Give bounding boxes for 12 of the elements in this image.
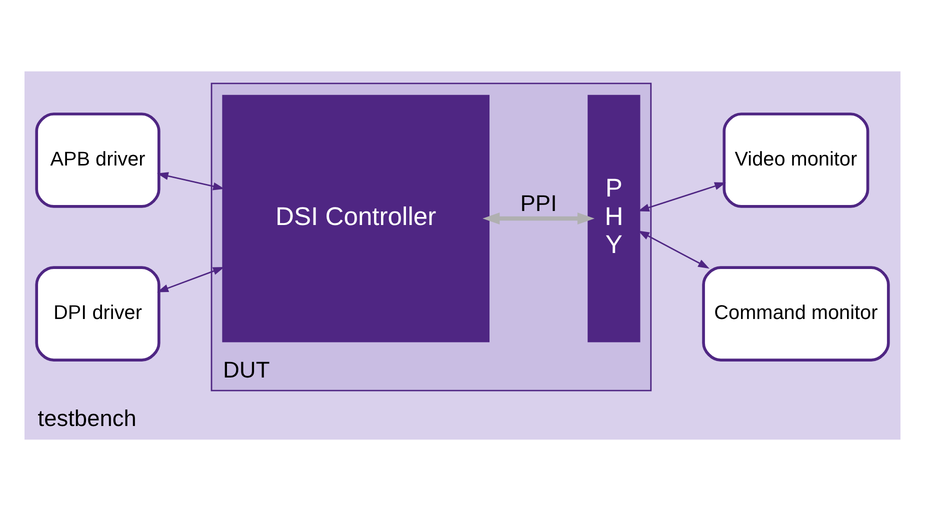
node-box: Video monitor [722, 112, 870, 208]
node-box: DPI driver [35, 266, 160, 362]
node-box: Command monitor [702, 266, 890, 362]
edge-label: PPI [520, 190, 557, 216]
arrow [156, 172, 224, 190]
node-box: P H Y [588, 94, 640, 342]
arrow [482, 212, 595, 225]
arrow [157, 267, 224, 292]
node-box: APB driver [35, 112, 160, 208]
node-box: DSI Controller [222, 94, 490, 342]
arrow [638, 182, 726, 212]
arrow [638, 230, 710, 269]
